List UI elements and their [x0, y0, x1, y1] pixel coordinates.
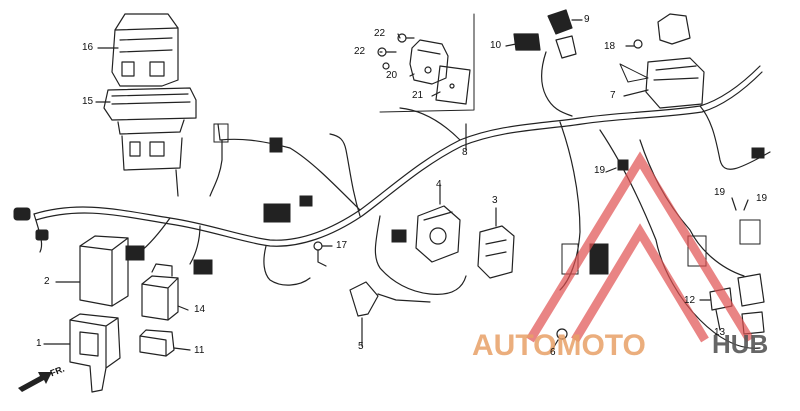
- part-label-13: 13: [714, 327, 726, 338]
- part-14-relay: [141, 263, 179, 321]
- part-16-module: [111, 13, 179, 87]
- part-2-module: [79, 235, 129, 307]
- part-label-16: 16: [82, 42, 94, 53]
- part-label-4: 4: [436, 179, 442, 190]
- part-label-9: 9: [584, 14, 590, 25]
- part-4-ignition-coil: [415, 205, 461, 263]
- watermark-word-tail: HUB: [712, 329, 768, 359]
- part-1-mount: [69, 313, 121, 393]
- part-label-5: 5: [358, 341, 364, 352]
- watermark-word-main: AUTOMOTO: [472, 329, 646, 362]
- watermark-mark: [526, 151, 754, 343]
- part-label-22a: 22: [374, 28, 386, 39]
- part-label-18: 18: [604, 41, 616, 52]
- part-label-12: 12: [684, 295, 696, 306]
- part-20-relay: [409, 39, 449, 85]
- part-label-1: 1: [36, 338, 42, 349]
- part-label-19a: 19: [594, 165, 606, 176]
- part-7-regulator: [633, 13, 705, 109]
- part-label-20: 20: [386, 70, 398, 81]
- part-label-21: 21: [412, 90, 424, 101]
- part-3-connector: [477, 225, 515, 279]
- part-label-14: 14: [194, 304, 206, 315]
- part-label-19b: 19: [714, 187, 726, 198]
- part-5-plug-cap: [349, 281, 431, 317]
- part-15-tray: [103, 87, 197, 197]
- part-label-3: 3: [492, 195, 498, 206]
- part-label-19c: 19: [756, 193, 768, 204]
- direction-arrow-icon: [18, 372, 52, 392]
- part-label-6: 6: [550, 347, 556, 358]
- part-label-10: 10: [490, 40, 502, 51]
- part-label-17: 17: [336, 240, 348, 251]
- part-label-15: 15: [82, 96, 94, 107]
- part-label-7: 7: [610, 90, 616, 101]
- part-21-bracket: [435, 65, 471, 105]
- part-label-22b: 22: [354, 46, 366, 57]
- part-11-cover: [139, 329, 175, 357]
- part-label-8: 8: [462, 147, 468, 158]
- part-label-2: 2: [44, 276, 50, 287]
- part-label-11: 11: [194, 345, 205, 356]
